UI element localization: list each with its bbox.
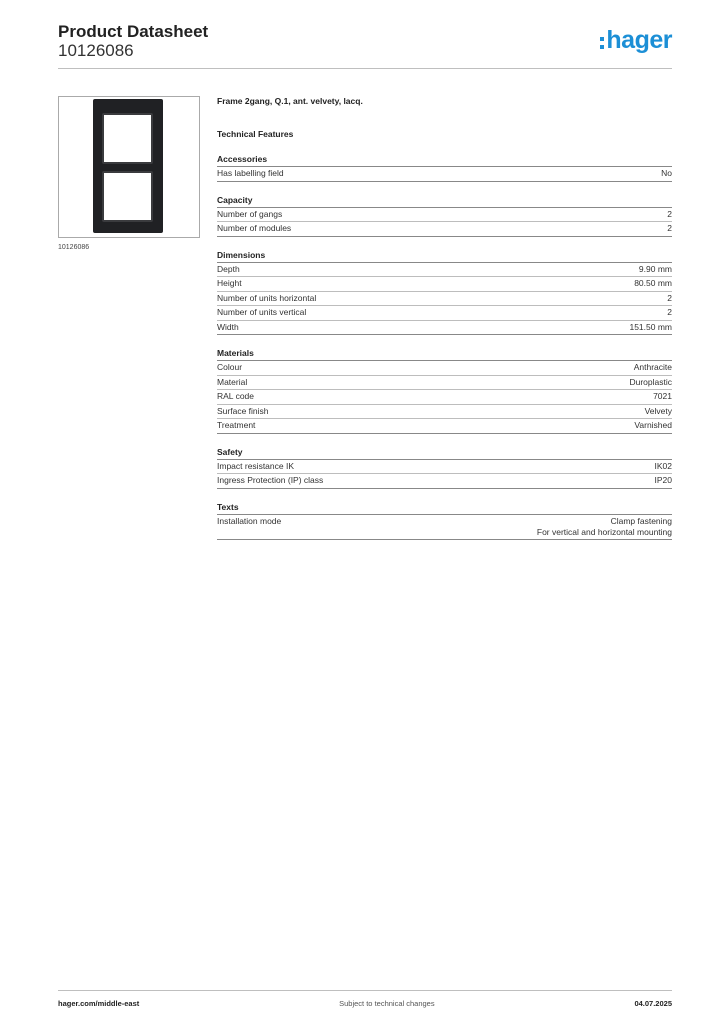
section-title: Materials xyxy=(217,348,672,361)
spec-label: Number of units vertical xyxy=(217,307,307,317)
spec-label: Material xyxy=(217,376,248,387)
spec-value: 7021 xyxy=(653,391,672,401)
spec-row: Number of units horizontal 2 xyxy=(217,292,672,306)
footer-date: 04.07.2025 xyxy=(634,999,672,1008)
spec-value: Velvety xyxy=(644,405,672,416)
spec-value: 9.90 mm xyxy=(638,263,672,274)
spec-row: Installation mode Clamp fastening For ver… xyxy=(217,515,672,540)
spec-value: Anthracite xyxy=(633,362,672,372)
footer-notice: Subject to technical changes xyxy=(339,999,435,1008)
spec-value: 2 xyxy=(667,208,672,219)
spec-value: IK02 xyxy=(654,460,673,471)
spec-value: Duroplastic xyxy=(629,376,672,387)
spec-value: Varnished xyxy=(634,420,672,430)
spec-label: Number of gangs xyxy=(217,208,283,219)
spec-row: Material Duroplastic xyxy=(217,376,672,390)
spec-row: Width 151.50 mm xyxy=(217,321,672,335)
spec-value: 2 xyxy=(667,223,672,233)
spec-value: 2 xyxy=(667,307,672,317)
section-title: Accessories xyxy=(217,154,672,167)
spec-value: No xyxy=(661,168,672,178)
spec-label: Number of modules xyxy=(217,223,292,233)
spec-row: Number of gangs 2 xyxy=(217,208,672,222)
hager-logo: hager xyxy=(600,26,672,54)
spec-row: Ingress Protection (IP) class IP20 xyxy=(217,474,672,489)
spec-label: Width xyxy=(217,321,239,332)
document-footer: hager.com/middle-east Subject to technic… xyxy=(58,999,672,1008)
spec-label: RAL code xyxy=(217,391,255,401)
spec-value: 151.50 mm xyxy=(629,321,672,332)
header-divider xyxy=(58,68,672,69)
spec-row: Impact resistance IK IK02 xyxy=(217,460,673,474)
spec-label: Treatment xyxy=(217,420,256,430)
logo-wordmark: hager xyxy=(606,26,672,54)
footer-divider xyxy=(58,990,672,991)
technical-features-heading: Technical Features xyxy=(217,129,294,139)
spec-value: 80.50 mm xyxy=(634,278,672,288)
logo-colon-icon xyxy=(600,36,605,49)
spec-row: Depth 9.90 mm xyxy=(217,263,672,277)
spec-value: 2 xyxy=(667,292,672,303)
product-name: Frame 2gang, Q.1, ant. velvety, lacq. xyxy=(217,96,363,106)
frame-opening-bottom xyxy=(102,171,153,222)
spec-row: Surface finish Velvety xyxy=(217,405,672,419)
document-header: Product Datasheet 10126086 xyxy=(58,22,208,60)
spec-label: Colour xyxy=(217,362,243,372)
technical-content: Frame 2gang, Q.1, ant. velvety, lacq. Te… xyxy=(217,96,672,540)
spec-label: Number of units horizontal xyxy=(217,292,317,303)
spec-label: Has labelling field xyxy=(217,168,284,178)
spec-row: Colour Anthracite xyxy=(217,361,672,376)
spec-row: Treatment Varnished xyxy=(217,419,672,434)
spec-label: Height xyxy=(217,278,242,288)
spec-value: IP20 xyxy=(654,475,673,485)
spec-label: Installation mode xyxy=(217,515,282,526)
frame-2gang-image xyxy=(93,99,163,233)
spec-label: Depth xyxy=(217,263,240,274)
section-title: Safety xyxy=(217,447,672,460)
section-title: Texts xyxy=(217,502,672,515)
section-title: Capacity xyxy=(217,195,672,208)
spec-row: Height 80.50 mm xyxy=(217,277,672,292)
product-image xyxy=(58,96,200,238)
page-title: Product Datasheet xyxy=(58,22,209,41)
spec-label: Ingress Protection (IP) class xyxy=(217,475,324,485)
spec-row: RAL code 7021 xyxy=(217,390,672,405)
spec-label: Surface finish xyxy=(217,405,269,416)
frame-opening-top xyxy=(102,113,153,164)
image-caption: 10126086 xyxy=(58,244,90,251)
spec-value: Clamp fastening For vertical and horizon… xyxy=(536,515,672,537)
spec-label: Impact resistance IK xyxy=(217,460,295,471)
spec-row: Number of units vertical 2 xyxy=(217,306,672,321)
spec-row: Number of modules 2 xyxy=(217,222,672,237)
section-title: Dimensions xyxy=(217,250,672,263)
footer-website: hager.com/middle-east xyxy=(58,999,140,1008)
spec-row: Has labelling field No xyxy=(217,167,672,182)
article-number: 10126086 xyxy=(58,41,134,60)
